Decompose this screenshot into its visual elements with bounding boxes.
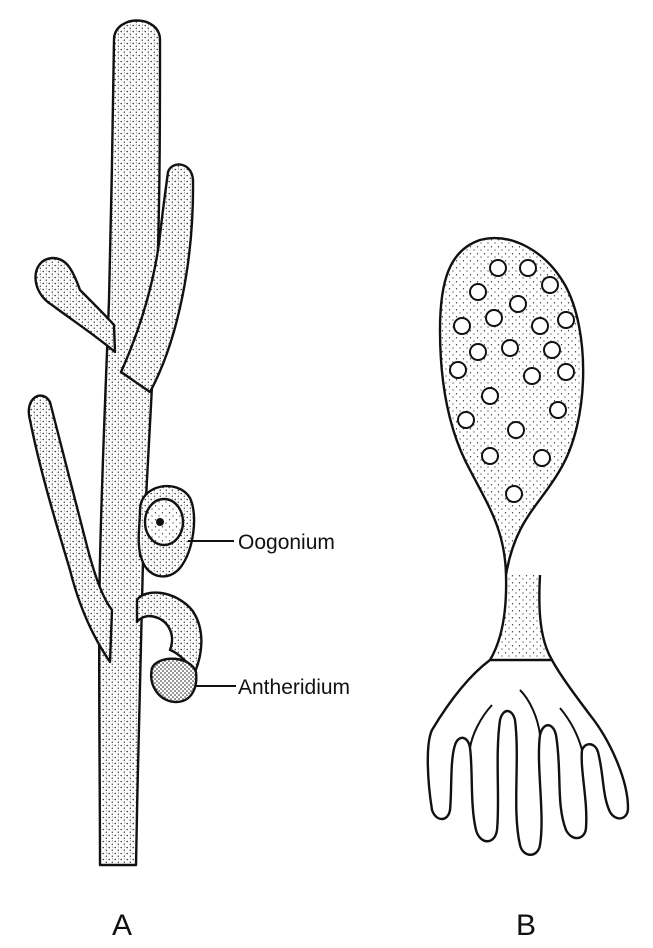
oogonium-label: Oogonium bbox=[238, 531, 335, 554]
spore bbox=[450, 362, 466, 378]
spore bbox=[524, 368, 540, 384]
panel-label-a: A bbox=[112, 909, 132, 942]
main-filament bbox=[99, 21, 160, 866]
spore bbox=[470, 344, 486, 360]
spore bbox=[470, 284, 486, 300]
antheridium-label: Antheridium bbox=[238, 676, 350, 699]
antheridium bbox=[151, 659, 196, 702]
rhizoid-system bbox=[428, 660, 628, 855]
spore bbox=[454, 318, 470, 334]
spore bbox=[490, 260, 506, 276]
spore bbox=[506, 486, 522, 502]
spore bbox=[482, 388, 498, 404]
spore bbox=[486, 310, 502, 326]
oogonium-nucleus bbox=[156, 518, 164, 526]
spore bbox=[458, 412, 474, 428]
spore bbox=[558, 364, 574, 380]
upper-left-branch bbox=[36, 258, 116, 352]
spore bbox=[542, 277, 558, 293]
spore bbox=[558, 312, 574, 328]
spore bbox=[520, 260, 536, 276]
spore bbox=[532, 318, 548, 334]
spore bbox=[510, 296, 526, 312]
spore bbox=[544, 342, 560, 358]
spore bbox=[508, 422, 524, 438]
filament-diagram-a bbox=[29, 21, 202, 866]
spore bbox=[550, 402, 566, 418]
lower-left-branch bbox=[29, 396, 112, 662]
spore bbox=[534, 450, 550, 466]
rhizoids bbox=[428, 660, 628, 855]
spore bbox=[502, 340, 518, 356]
spore bbox=[482, 448, 498, 464]
panel-label-b: B bbox=[516, 909, 536, 942]
